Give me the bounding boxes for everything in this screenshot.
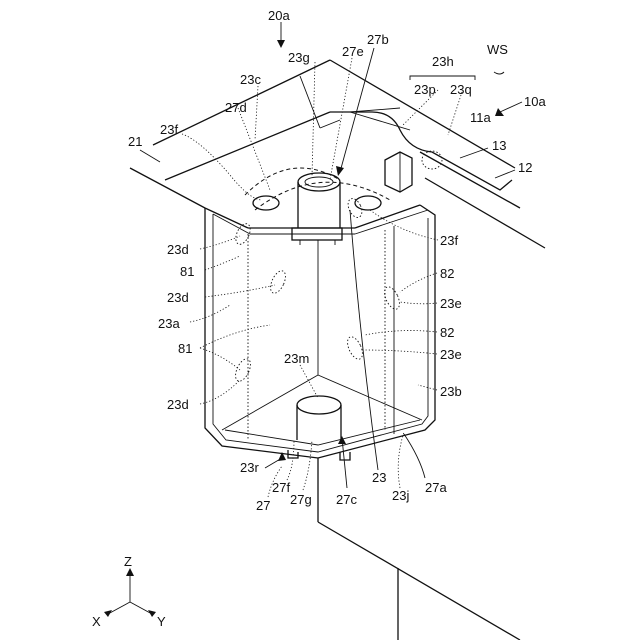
label-23d-1: 23d bbox=[167, 242, 189, 257]
label-27a: 27a bbox=[425, 480, 447, 495]
label-23d-3: 23d bbox=[167, 397, 189, 412]
label-23g: 23g bbox=[288, 50, 310, 65]
label-82-1: 82 bbox=[440, 266, 454, 281]
label-23p: 23p bbox=[414, 82, 436, 97]
label-WS: WS bbox=[487, 42, 508, 57]
top-holes bbox=[253, 173, 381, 228]
label-23r: 23r bbox=[240, 460, 259, 475]
label-23e-2: 23e bbox=[440, 347, 462, 362]
label-27c: 27c bbox=[336, 492, 357, 507]
label-23f-right: 23f bbox=[440, 233, 458, 248]
reference-labels: 20a WS 23h 27e 27b 23g 23c 23p 23q 10a 2… bbox=[92, 8, 546, 629]
label-23b: 23b bbox=[440, 384, 462, 399]
label-Y: Y bbox=[157, 614, 166, 629]
label-82-2: 82 bbox=[440, 325, 454, 340]
container-body bbox=[205, 205, 435, 460]
label-X: X bbox=[92, 614, 101, 629]
bottom-cylinder bbox=[297, 396, 341, 440]
label-27: 27 bbox=[256, 498, 270, 513]
label-11a: 11a bbox=[470, 110, 491, 125]
label-12: 12 bbox=[518, 160, 532, 175]
label-23q: 23q bbox=[450, 82, 472, 97]
label-23e-1: 23e bbox=[440, 296, 462, 311]
label-Z: Z bbox=[124, 554, 132, 569]
inner-arcs bbox=[245, 168, 390, 210]
label-23m: 23m bbox=[284, 351, 309, 366]
label-13: 13 bbox=[492, 138, 506, 153]
label-23h: 23h bbox=[432, 54, 454, 69]
label-20a: 20a bbox=[268, 8, 290, 23]
label-23d-2: 23d bbox=[167, 290, 189, 305]
label-27d: 27d bbox=[225, 100, 247, 115]
label-23a: 23a bbox=[158, 316, 180, 331]
label-81-2: 81 bbox=[178, 341, 192, 356]
label-27f: 27f bbox=[272, 480, 290, 495]
notch-13 bbox=[385, 152, 412, 192]
label-21: 21 bbox=[128, 134, 142, 149]
label-27e: 27e bbox=[342, 44, 364, 59]
label-27g: 27g bbox=[290, 492, 312, 507]
top-plate bbox=[130, 60, 545, 248]
label-27b: 27b bbox=[367, 32, 389, 47]
label-23j: 23j bbox=[392, 488, 409, 503]
label-23c: 23c bbox=[240, 72, 261, 87]
label-81-1: 81 bbox=[180, 264, 194, 279]
label-10a: 10a bbox=[524, 94, 546, 109]
label-23: 23 bbox=[372, 470, 386, 485]
axis-indicator bbox=[104, 568, 156, 617]
label-23f-top: 23f bbox=[160, 122, 178, 137]
lower-frame bbox=[318, 458, 520, 640]
